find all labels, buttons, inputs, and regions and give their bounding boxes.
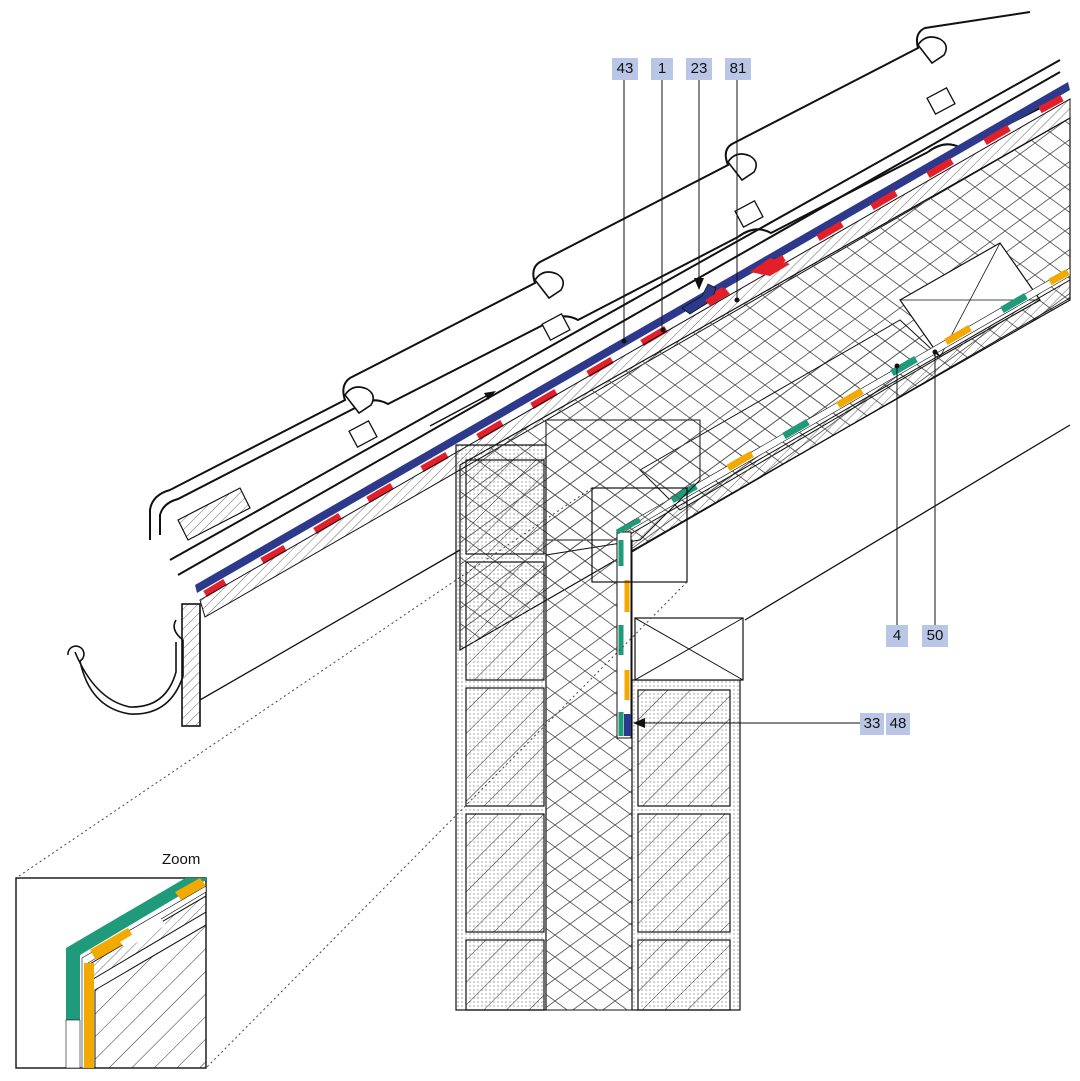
label-48: 48 (886, 713, 910, 735)
label-4: 4 (886, 625, 908, 647)
arrow-23-icon (694, 278, 704, 290)
zoom-inset (15, 877, 207, 1069)
zoom-source-box (591, 487, 688, 583)
label-50: 50 (922, 625, 948, 647)
label-1: 1 (651, 58, 673, 80)
eave-board (177, 487, 251, 541)
zoom-leaders (15, 487, 688, 1069)
membrane-laps (621, 258, 938, 369)
tile-battens (348, 87, 956, 448)
gutter (67, 603, 201, 727)
airflow-arrow-icon (429, 391, 496, 427)
zoom-label: Zoom (162, 851, 201, 868)
label-43: 43 (612, 58, 638, 80)
label-33: 33 (860, 713, 884, 735)
label-81: 81 (725, 58, 751, 80)
label-23: 23 (686, 58, 712, 80)
leader-lines (623, 80, 936, 724)
arrow-3348-icon (633, 718, 645, 728)
masonry-wall (455, 419, 744, 1011)
tile-noses (344, 36, 948, 415)
